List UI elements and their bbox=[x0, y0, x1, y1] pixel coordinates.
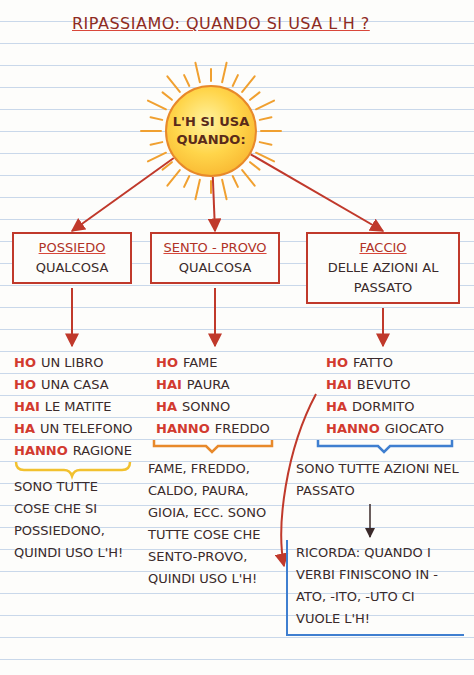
category-box: FACCIODELLE AZIONI AL PASSATO bbox=[306, 232, 460, 304]
category-box: POSSIEDOQUALCOSA bbox=[12, 232, 132, 284]
example-word: DORMITO bbox=[352, 396, 415, 418]
sun-rays bbox=[141, 63, 281, 199]
verb-avere: HANNO bbox=[156, 418, 210, 440]
explanation-note: FAME, FREDDO, CALDO, PAURA, GIOIA, ECC. … bbox=[148, 458, 270, 590]
verb-avere: HAI bbox=[14, 396, 40, 418]
verb-avere: HANNO bbox=[14, 440, 68, 462]
verb-avere: HAI bbox=[156, 374, 182, 396]
example-word: FREDDO bbox=[215, 418, 270, 440]
explanation-note: SONO TUTTE AZIONI NEL PASSATO bbox=[296, 458, 464, 502]
down-arrow bbox=[382, 308, 384, 346]
verb-avere: HA bbox=[156, 396, 177, 418]
explanation-note: SONO TUTTE COSE CHE SI POSSIEDONO, QUIND… bbox=[14, 476, 136, 564]
node-text: RICORDA: QUANDO I VERBI FINISCONO IN -AT… bbox=[296, 542, 458, 630]
sun-circle: L'H SI USA QUANDO: bbox=[165, 85, 257, 177]
example-word: FAME bbox=[183, 352, 218, 374]
sun-ray bbox=[210, 181, 212, 193]
verb-avere: HANNO bbox=[326, 418, 380, 440]
example-word: PAURA bbox=[187, 374, 230, 396]
box-body: QUALCOSA bbox=[158, 258, 272, 278]
reminder-box: RICORDA: QUANDO I VERBI FINISCONO IN -AT… bbox=[286, 540, 464, 636]
sun-ray bbox=[163, 92, 172, 99]
box-heading: POSSIEDO bbox=[20, 238, 124, 258]
verb-avere: HO bbox=[326, 352, 348, 374]
example-word: FATTO bbox=[353, 352, 393, 374]
example-word: UNA CASA bbox=[41, 374, 109, 396]
title: RIPASSIAMO: QUANDO SI USA L'H ? bbox=[72, 12, 370, 36]
connector-arrow bbox=[251, 154, 383, 231]
sun-ray bbox=[148, 153, 166, 162]
down-arrow bbox=[369, 504, 371, 537]
example-word: GIOCATO bbox=[385, 418, 444, 440]
verb-avere: HO bbox=[14, 352, 36, 374]
sun-ray bbox=[141, 130, 161, 132]
sun-ray bbox=[242, 170, 254, 186]
down-arrow bbox=[214, 288, 216, 346]
sun-ray bbox=[195, 63, 199, 82]
verb-avere: HA bbox=[14, 418, 35, 440]
yellow-bracket bbox=[16, 462, 130, 476]
example-word: RAGIONE bbox=[73, 440, 132, 462]
sun-ray bbox=[148, 101, 166, 110]
sun-ray bbox=[233, 176, 238, 187]
box-heading: FACCIO bbox=[314, 238, 452, 258]
sun-ray bbox=[222, 180, 226, 199]
sun-ray bbox=[195, 180, 199, 199]
box-body: DELLE AZIONI AL PASSATO bbox=[314, 258, 452, 298]
connector-arrow bbox=[213, 177, 215, 231]
sun-ray bbox=[151, 117, 163, 120]
box-heading: SENTO - PROVO bbox=[158, 238, 272, 258]
example-word: SONNO bbox=[182, 396, 230, 418]
blue-bracket bbox=[318, 440, 452, 452]
example-word: BEVUTO bbox=[357, 374, 411, 396]
sun-ray bbox=[250, 162, 259, 169]
verb-avere: HAI bbox=[326, 374, 352, 396]
example-word: LE MATITE bbox=[45, 396, 112, 418]
sun-ray bbox=[210, 69, 212, 81]
example-word: UN LIBRO bbox=[41, 352, 104, 374]
orange-bracket bbox=[154, 440, 272, 452]
verb-avere: HO bbox=[14, 374, 36, 396]
connector-arrow bbox=[72, 158, 174, 231]
example-word: UN TELEFONO bbox=[40, 418, 133, 440]
sun-ray bbox=[167, 170, 179, 186]
sun-ray bbox=[184, 75, 189, 86]
verb-avere: HA bbox=[326, 396, 347, 418]
sun-ray bbox=[250, 92, 259, 99]
sun-ray bbox=[151, 142, 163, 145]
box-body: QUALCOSA bbox=[20, 258, 124, 278]
sun-ray bbox=[260, 142, 272, 145]
verb-avere: HO bbox=[156, 352, 178, 374]
sun-ray bbox=[184, 176, 189, 187]
sun-ray bbox=[260, 117, 272, 120]
sun-ray bbox=[167, 76, 179, 92]
down-arrow bbox=[71, 288, 73, 346]
sun-ray bbox=[233, 75, 238, 86]
sun-ray bbox=[261, 130, 281, 132]
sun-ray bbox=[256, 101, 274, 110]
node-text: L'H SI USA QUANDO: bbox=[172, 113, 250, 149]
sun-ray bbox=[242, 76, 254, 92]
sun-ray bbox=[222, 63, 226, 82]
category-box: SENTO - PROVOQUALCOSA bbox=[150, 232, 280, 284]
